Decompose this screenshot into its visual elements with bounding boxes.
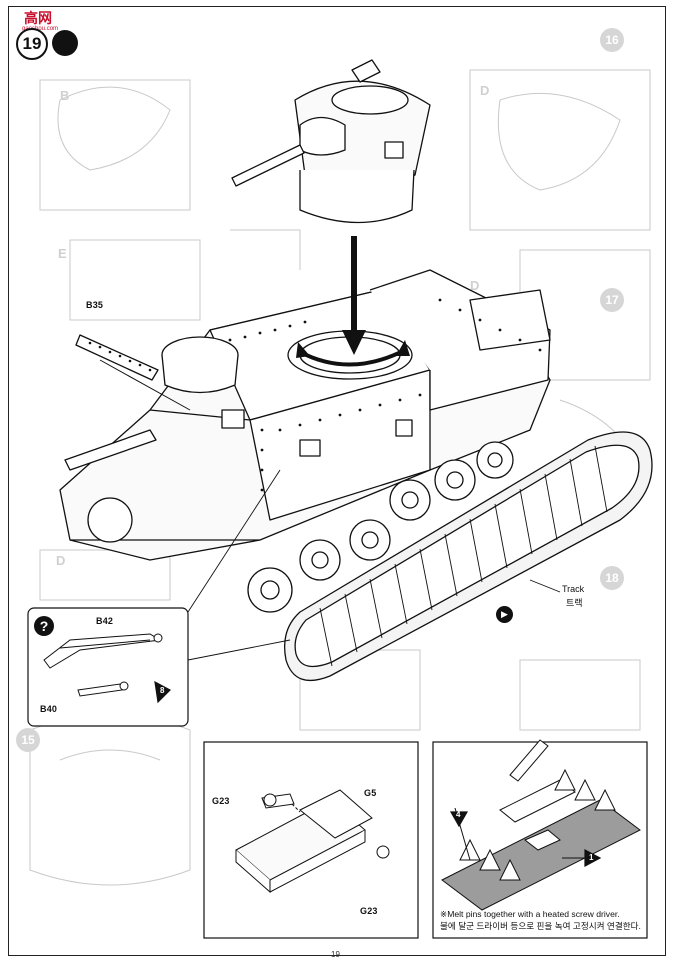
note-line-ko: 불에 달군 드라이버 등으로 핀을 녹여 고정시켜 연결한다. bbox=[440, 921, 641, 931]
part-label-b40: B40 bbox=[40, 704, 58, 714]
ghost-step-number: 18 bbox=[600, 566, 624, 590]
ghost-step-number: 15 bbox=[16, 728, 40, 752]
quantity-callout: 4 bbox=[456, 810, 461, 819]
part-label-g23-top: G23 bbox=[212, 796, 230, 806]
hull-drawing bbox=[59, 269, 551, 613]
melt-pins-note: ※Melt pins together with a heated screw … bbox=[440, 908, 646, 932]
page-number: 19 bbox=[331, 950, 340, 959]
watermark-logo: 高网 bbox=[24, 10, 52, 26]
svg-text:E: E bbox=[58, 246, 67, 261]
watermark-url: gaoshou.com bbox=[22, 26, 59, 32]
track-label-en: Track bbox=[562, 584, 585, 594]
svg-text:D: D bbox=[470, 278, 479, 293]
install-arrow bbox=[296, 236, 410, 367]
cement-icon bbox=[52, 30, 78, 56]
help-icon: ? bbox=[34, 616, 54, 636]
quantity-callout: 8 bbox=[160, 686, 165, 695]
rivet-pattern bbox=[228, 298, 542, 492]
svg-text:D: D bbox=[56, 553, 65, 568]
quantity-callout: 1 bbox=[589, 853, 594, 862]
svg-text:D: D bbox=[480, 83, 489, 98]
note-line-en: ※Melt pins together with a heated screw … bbox=[440, 909, 620, 919]
part-label-b35: B35 bbox=[86, 300, 104, 310]
svg-text:B: B bbox=[60, 88, 69, 103]
step-number-badge: 19 bbox=[16, 28, 48, 60]
part-label-g5: G5 bbox=[364, 788, 377, 798]
page-border bbox=[8, 6, 666, 956]
direction-arrow-icon: ▶ bbox=[496, 606, 513, 623]
ghost-step-number: 16 bbox=[600, 28, 624, 52]
track-label-ko: 트랙 bbox=[566, 598, 583, 608]
part-label-b42: B42 bbox=[96, 616, 114, 626]
part-b35-drawing bbox=[75, 334, 191, 411]
part-label-g23-bottom: G23 bbox=[360, 906, 378, 916]
track-drawing bbox=[283, 431, 653, 681]
ghost-step-number: 17 bbox=[600, 288, 624, 312]
turret-drawing bbox=[231, 59, 431, 224]
